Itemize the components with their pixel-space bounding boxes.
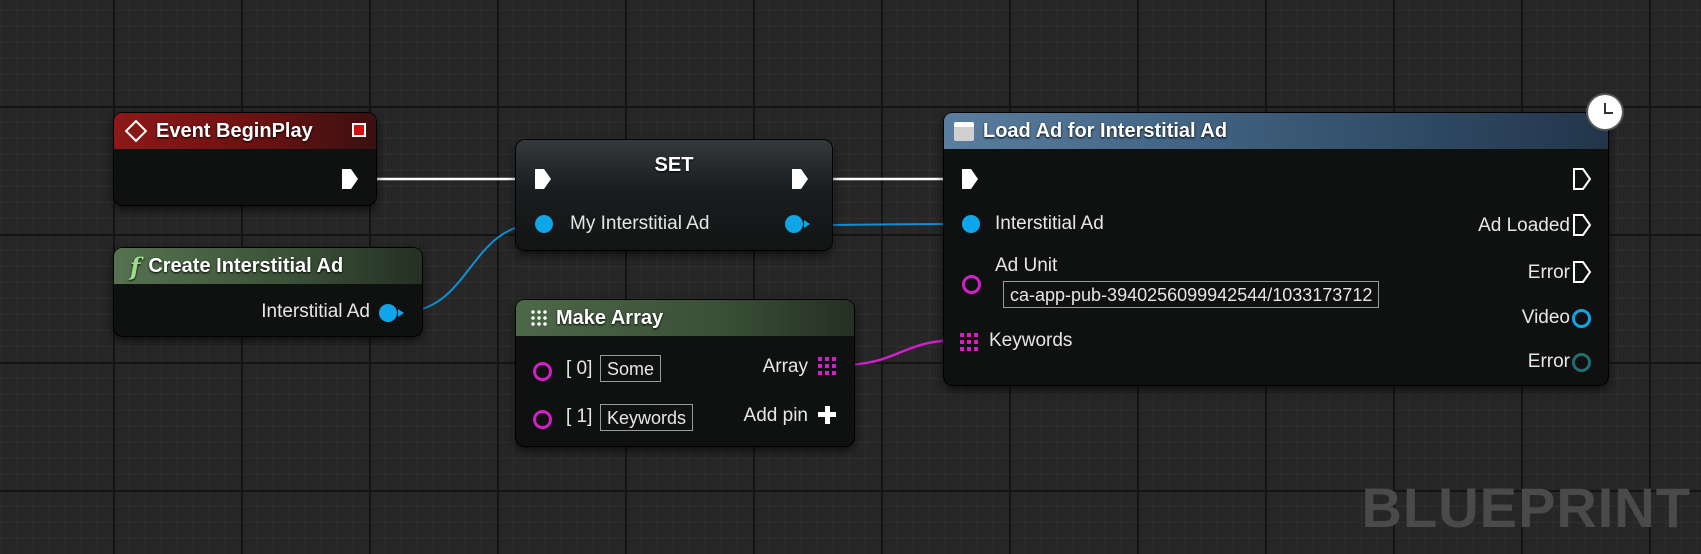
array-input-0-index: [ 0]	[566, 358, 593, 379]
load-ad-header[interactable]: Load Ad for Interstitial Ad	[944, 113, 1608, 149]
load-ad-node[interactable]: Load Ad for Interstitial Ad Interstitial…	[944, 113, 1608, 385]
my-interstitial-ad-label: My Interstitial Ad	[570, 213, 710, 234]
ad-unit-label: Ad Unit	[995, 255, 1058, 276]
ad-loaded-exec-pin[interactable]	[1572, 214, 1592, 236]
node-title: Load Ad for Interstitial Ad	[983, 119, 1228, 142]
create-interstitial-ad-node[interactable]: f Create Interstitial Ad Interstitial Ad	[114, 248, 422, 336]
plus-icon-vertical	[824, 406, 830, 424]
pin-arrow-icon	[804, 220, 810, 228]
exec-in-pin[interactable]	[960, 168, 980, 190]
keywords-input-label: Keywords	[989, 330, 1073, 351]
exec-in-pin[interactable]	[533, 168, 553, 190]
ad-loaded-label: Ad Loaded	[1478, 215, 1570, 236]
add-pin-button[interactable]	[818, 406, 836, 424]
create-interstitial-ad-header[interactable]: f Create Interstitial Ad	[114, 248, 422, 284]
array-wire-makearray-loadad[interactable]	[839, 338, 961, 367]
event-diamond-icon	[124, 119, 148, 143]
object-wire-create-set[interactable]	[401, 223, 539, 313]
array-input-0-pin[interactable]	[533, 362, 552, 381]
node-title: Event BeginPlay	[156, 119, 313, 142]
clock-hand-vertical	[1604, 103, 1606, 114]
error-exec-label: Error	[1527, 262, 1570, 283]
array-input-1-field[interactable]: Keywords	[600, 404, 694, 431]
blueprint-watermark: BLUEPRINT	[1361, 476, 1691, 539]
exec-out-pin[interactable]	[340, 168, 360, 190]
make-array-header[interactable]: Make Array	[516, 300, 854, 336]
async-node-icon	[954, 121, 974, 141]
exec-out-pin[interactable]	[1572, 168, 1592, 190]
pin-arrow-icon	[398, 309, 404, 317]
make-array-icon	[530, 309, 548, 327]
array-input-1-pin[interactable]	[533, 410, 552, 429]
error-output-pin[interactable]	[1572, 353, 1591, 372]
node-title: Make Array	[556, 306, 664, 329]
array-input-0-field[interactable]: Some	[600, 355, 662, 382]
interstitial-ad-input-pin[interactable]	[962, 215, 980, 233]
error-output-label: Error	[1527, 351, 1570, 372]
keywords-input-pin[interactable]	[960, 333, 978, 351]
array-input-1-index: [ 1]	[566, 406, 593, 427]
video-output-pin[interactable]	[1572, 309, 1591, 328]
interstitial-ad-input-label: Interstitial Ad	[995, 213, 1104, 234]
make-array-node[interactable]: Make Array [ 0] Some [ 1] Keywords Array…	[516, 300, 854, 446]
node-title: Create Interstitial Ad	[148, 254, 344, 277]
ad-unit-input-pin[interactable]	[962, 275, 981, 294]
set-node[interactable]: SET My Interstitial Ad	[516, 140, 832, 250]
exec-out-pin[interactable]	[790, 168, 810, 190]
set-title: SET	[654, 154, 694, 176]
event-delegate-pin[interactable]	[352, 123, 366, 137]
latent-clock-icon	[1588, 95, 1622, 129]
interstitial-ad-output-pin[interactable]	[379, 304, 397, 322]
array-output-pin[interactable]	[818, 357, 836, 375]
function-icon: f	[130, 251, 141, 281]
event-beginplay-header[interactable]: Event BeginPlay	[114, 113, 376, 149]
array-output-label: Array	[762, 356, 808, 377]
my-interstitial-ad-input-pin[interactable]	[535, 215, 553, 233]
error-exec-pin[interactable]	[1572, 261, 1592, 283]
event-beginplay-node[interactable]: Event BeginPlay	[114, 113, 376, 205]
ad-unit-field[interactable]: ca-app-pub-3940256099942544/1033173712	[1003, 281, 1380, 308]
my-interstitial-ad-output-pin[interactable]	[785, 215, 803, 233]
video-output-label: Video	[1521, 307, 1570, 328]
interstitial-ad-output-label: Interstitial Ad	[261, 301, 370, 322]
add-pin-label: Add pin	[743, 405, 808, 426]
clock-hand-horizontal	[1604, 112, 1613, 114]
